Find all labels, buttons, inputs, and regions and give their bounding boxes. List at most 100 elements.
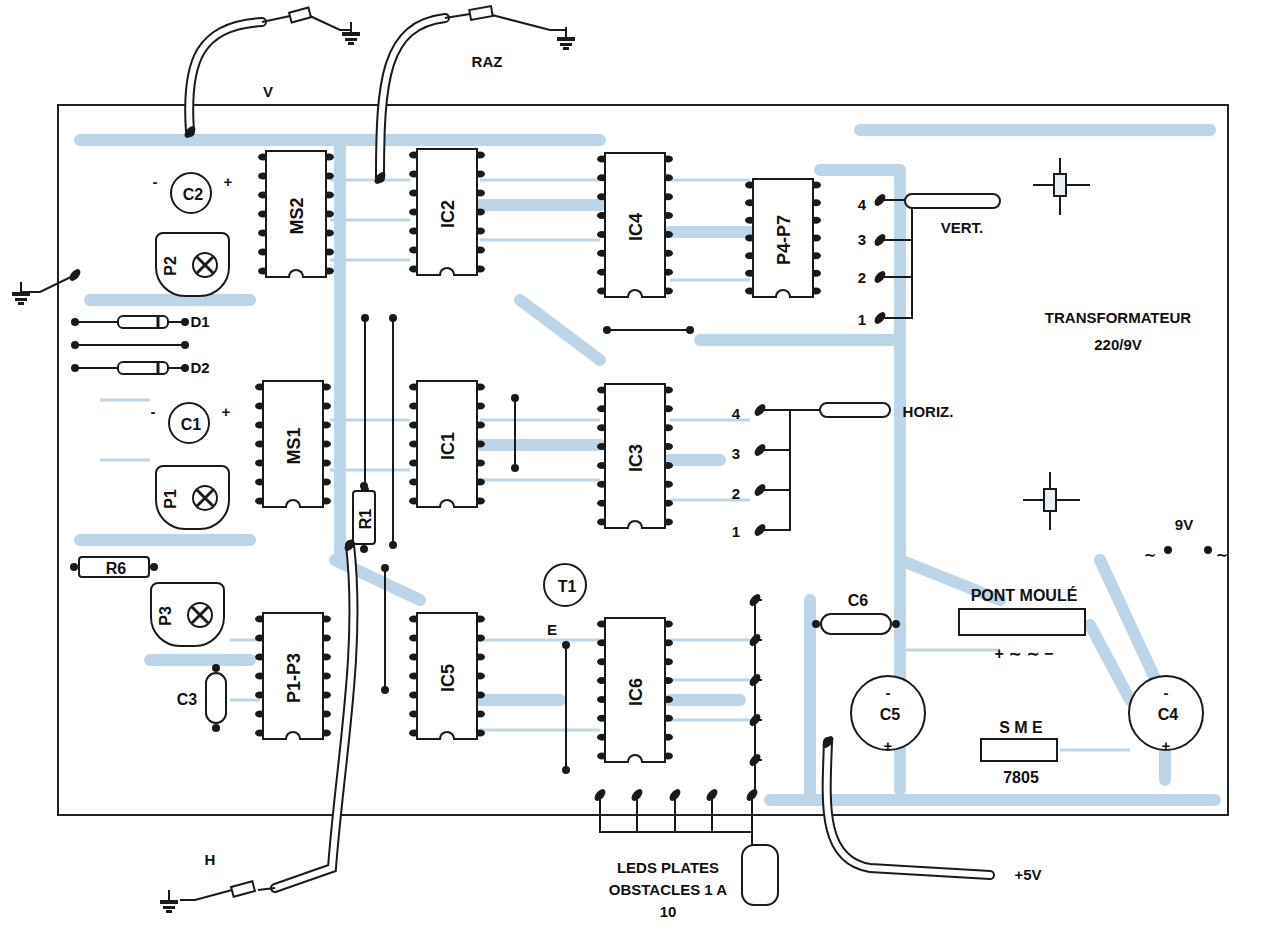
component-label: C4: [1158, 706, 1178, 724]
solder-pad: [71, 341, 79, 349]
board-label: +: [222, 401, 231, 423]
pcb-graphic: [670, 719, 750, 722]
pcb-graphic: [180, 890, 232, 900]
solder-pad: [872, 269, 887, 285]
pcb-graphic: [80, 534, 250, 546]
solder-pad: [1164, 546, 1172, 554]
board-label: -: [151, 401, 156, 423]
solder-pad: [182, 124, 197, 140]
board-label: H: [205, 849, 216, 871]
pcb-graphic: [330, 469, 410, 472]
solder-pad: [71, 318, 79, 326]
board-label: -: [1164, 682, 1169, 704]
chip-notch: [285, 731, 301, 740]
board-label: VERT.: [941, 217, 984, 239]
solder-pad: [704, 787, 719, 803]
ic-chip: P1-P3: [262, 612, 324, 740]
pcb-graphic: [900, 649, 1000, 652]
solder-pad: [511, 464, 519, 472]
solder-pad: [744, 787, 759, 803]
pcb-graphic: [557, 27, 575, 50]
solder-pad: [747, 672, 762, 688]
board-label: D2: [190, 357, 209, 379]
chip-notch: [775, 289, 791, 298]
capacitor: C6: [820, 613, 892, 635]
board-label: 2: [732, 483, 740, 505]
pcb-graphic: [258, 888, 275, 890]
potentiometer: P3: [150, 582, 225, 647]
pcb-graphic: [804, 600, 816, 800]
wire-vert: [905, 194, 1000, 208]
ic-chip: IC3: [604, 383, 666, 529]
board-outline: [58, 105, 1228, 815]
component-label: C6: [848, 592, 868, 610]
pcb-graphic: [670, 226, 750, 238]
capacitor: C3: [205, 672, 227, 724]
pcb-graphic: [480, 419, 600, 422]
pcb-graphic: [670, 694, 740, 706]
board-label: 2: [858, 267, 866, 289]
solder-pad: [592, 787, 607, 803]
chip-notch: [627, 520, 643, 529]
chip-notch: [627, 754, 643, 763]
pcb-graphic: [289, 8, 311, 23]
pcb-graphic: [480, 479, 600, 482]
component-label: C5: [880, 706, 900, 724]
pcb-graphic: [860, 124, 1210, 136]
board-label: 1: [858, 309, 866, 331]
board-label: RAZ: [472, 51, 503, 73]
pcb-graphic: [492, 15, 565, 30]
chip-notch: [439, 731, 455, 740]
solder-pad: [389, 314, 397, 322]
pcb-graphic: [342, 22, 360, 45]
pcb-graphic: [150, 654, 250, 666]
pcb-graphic: [22, 275, 75, 292]
component-label: P1: [162, 489, 180, 509]
bridge-rectifier: PONT MOULÉ+ ∼ ∼ −: [958, 608, 1086, 636]
board-label: -: [153, 171, 158, 193]
component-label: IC2: [439, 200, 459, 228]
pcb-graphic: [670, 179, 750, 182]
pcb-graphic: [880, 200, 912, 318]
component-label: R1: [357, 509, 375, 529]
pcb-graphic: [118, 316, 168, 328]
pcb-graphic: [193, 486, 217, 510]
shielded-cables: [189, 18, 990, 888]
pcb-graphic: [1033, 158, 1090, 215]
solder-pad: [603, 326, 611, 334]
pcb-graphic: [197, 490, 213, 506]
transformer-marks: [1023, 158, 1090, 530]
component-label: 7805: [1003, 769, 1039, 787]
board-label: ∼: [1144, 544, 1157, 566]
solder-pad: [361, 314, 369, 322]
pcb-graphic: [100, 459, 150, 462]
solder-pad: [181, 341, 189, 349]
pcb-graphic: [820, 170, 1000, 600]
pcb-graphic: [600, 795, 752, 845]
pcb-graphic: [480, 729, 600, 732]
component-label: + ∼ ∼ −: [995, 645, 1054, 663]
board-label: 3: [858, 229, 866, 251]
pcb-graphic: [334, 140, 346, 560]
component-label: C3: [177, 691, 197, 709]
pcb-graphic: [1060, 749, 1130, 752]
solder-pads: [67, 124, 1212, 803]
pcb-graphic: [189, 22, 262, 132]
pcb-graphic: [670, 279, 750, 282]
pcb-graphic: [607, 329, 690, 331]
board-label: +: [884, 735, 893, 757]
board-label: -: [886, 682, 891, 704]
component-label: MS2: [288, 197, 308, 234]
component-label: IC5: [439, 664, 459, 692]
solder-pad: [511, 394, 519, 402]
pcb-graphic: [197, 257, 213, 273]
solder-pad: [67, 267, 82, 283]
chip-notch: [288, 269, 304, 278]
jumper-wires: [75, 318, 755, 795]
component-label: P4-P7: [775, 215, 795, 265]
board-label: 4: [858, 194, 866, 216]
pcb-graphic: [100, 399, 150, 402]
pcb-graphic: [189, 22, 262, 132]
transistor: T1: [543, 563, 587, 607]
board-label: 3: [732, 443, 740, 465]
